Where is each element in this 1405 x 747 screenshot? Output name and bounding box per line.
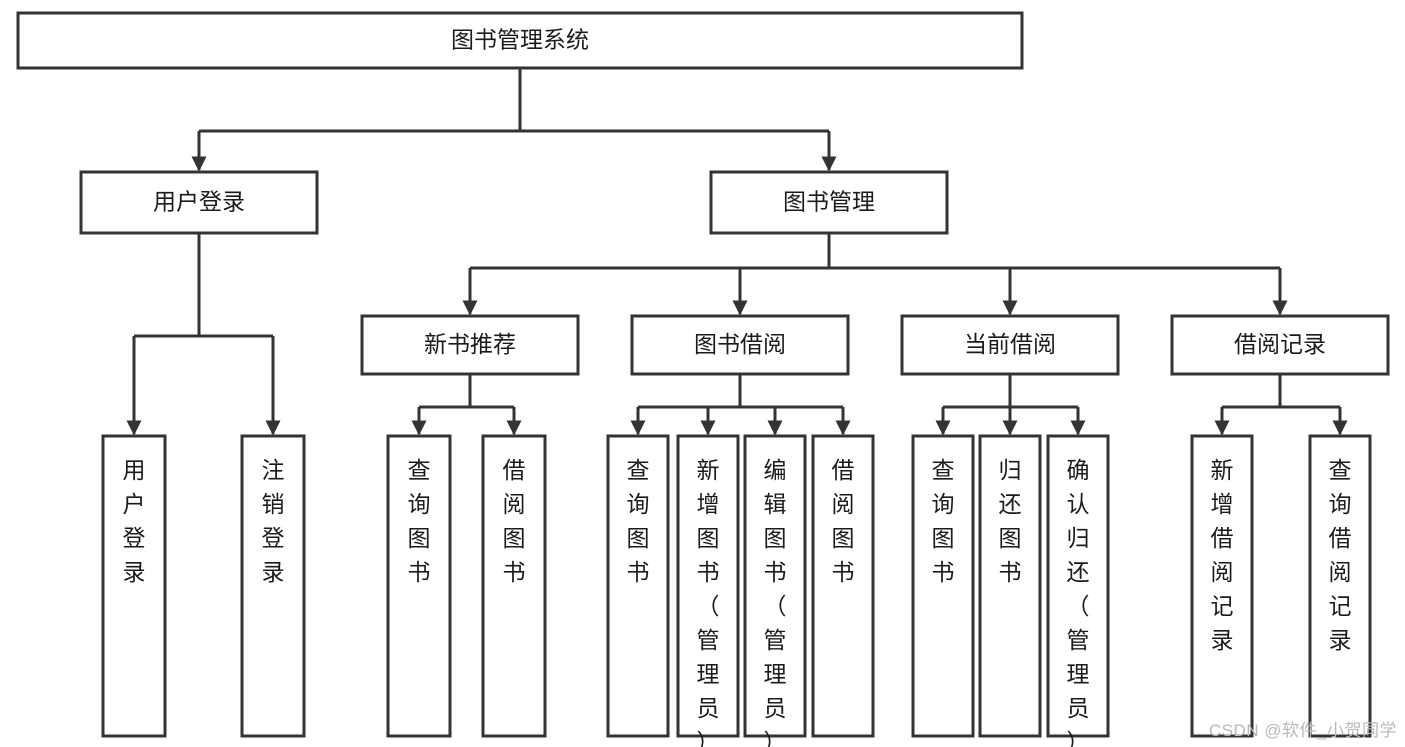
node-box-user-login	[79, 170, 319, 235]
node-book-management[interactable]: 图书管理	[709, 170, 949, 235]
node-box-query-book-3	[911, 434, 975, 738]
node-label-confirm-return-admin: 确认归还（管理员）	[1067, 457, 1090, 747]
node-box-query-borrow-record	[1308, 434, 1372, 738]
node-label-add-book-admin: 新增图书（管理员）	[697, 457, 720, 747]
node-label-current-borrow: 当前借阅	[964, 331, 1056, 357]
node-add-book-admin[interactable]: 新增图书（管理员）	[676, 434, 740, 747]
node-label-user-logout-leaf: 注销登录	[262, 457, 285, 585]
node-query-book-2[interactable]: 查询图书	[606, 434, 670, 738]
node-box-query-book-1	[386, 434, 452, 738]
node-edit-book-admin[interactable]: 编辑图书（管理员）	[743, 434, 807, 747]
node-label-query-borrow-record: 查询借阅记录	[1329, 457, 1352, 653]
edges-layer	[126, 68, 1348, 436]
node-user-logout-leaf[interactable]: 注销登录	[240, 434, 306, 738]
node-label-query-book-2: 查询图书	[627, 457, 650, 585]
node-label-query-book-3: 查询图书	[932, 457, 955, 585]
node-box-add-borrow-record	[1190, 434, 1254, 738]
node-box-book-management	[709, 170, 949, 235]
node-borrow-book-2[interactable]: 借阅图书	[811, 434, 875, 738]
node-new-book-recommend[interactable]: 新书推荐	[360, 314, 580, 376]
node-query-book-1[interactable]: 查询图书	[386, 434, 452, 738]
node-label-user-login-leaf: 用户登录	[123, 457, 146, 585]
node-box-current-borrow	[900, 314, 1120, 376]
node-borrow-records[interactable]: 借阅记录	[1170, 314, 1390, 376]
node-box-confirm-return-admin	[1046, 434, 1110, 738]
node-label-edit-book-admin: 编辑图书（管理员）	[764, 457, 787, 747]
watermark: CSDN @软件_小贺同学	[1208, 721, 1397, 740]
node-current-borrow[interactable]: 当前借阅	[900, 314, 1120, 376]
node-book-borrow[interactable]: 图书借阅	[630, 314, 850, 376]
node-box-query-book-2	[606, 434, 670, 738]
node-label-borrow-book-2: 借阅图书	[832, 457, 855, 585]
node-label-query-book-1: 查询图书	[408, 457, 431, 585]
node-label-borrow-records: 借阅记录	[1234, 331, 1326, 357]
node-label-new-book-recommend: 新书推荐	[424, 331, 516, 357]
node-label-user-login: 用户登录	[153, 189, 245, 215]
node-box-borrow-book-1	[481, 434, 547, 738]
node-label-return-book: 归还图书	[999, 457, 1022, 585]
node-add-borrow-record[interactable]: 新增借阅记录	[1190, 434, 1254, 738]
node-box-user-login-leaf	[101, 434, 167, 738]
node-box-root	[16, 11, 1024, 70]
node-label-root: 图书管理系统	[451, 27, 589, 53]
node-root[interactable]: 图书管理系统	[16, 11, 1024, 70]
node-box-new-book-recommend	[360, 314, 580, 376]
node-box-user-logout-leaf	[240, 434, 306, 738]
node-user-login[interactable]: 用户登录	[79, 170, 319, 235]
node-label-borrow-book-1: 借阅图书	[503, 457, 526, 585]
node-label-book-borrow: 图书借阅	[694, 331, 786, 357]
node-box-edit-book-admin	[743, 434, 807, 738]
node-label-add-borrow-record: 新增借阅记录	[1211, 457, 1234, 653]
node-query-book-3[interactable]: 查询图书	[911, 434, 975, 738]
node-confirm-return-admin[interactable]: 确认归还（管理员）	[1046, 434, 1110, 747]
node-box-add-book-admin	[676, 434, 740, 738]
node-query-borrow-record[interactable]: 查询借阅记录	[1308, 434, 1372, 738]
nodes-layer: 图书管理系统用户登录图书管理用户登录注销登录新书推荐图书借阅当前借阅借阅记录查询…	[16, 11, 1390, 747]
node-borrow-book-1[interactable]: 借阅图书	[481, 434, 547, 738]
node-user-login-leaf[interactable]: 用户登录	[101, 434, 167, 738]
node-box-borrow-records	[1170, 314, 1390, 376]
node-box-return-book	[978, 434, 1042, 738]
node-box-book-borrow	[630, 314, 850, 376]
node-return-book[interactable]: 归还图书	[978, 434, 1042, 738]
node-label-book-management: 图书管理	[783, 189, 875, 215]
node-box-borrow-book-2	[811, 434, 875, 738]
